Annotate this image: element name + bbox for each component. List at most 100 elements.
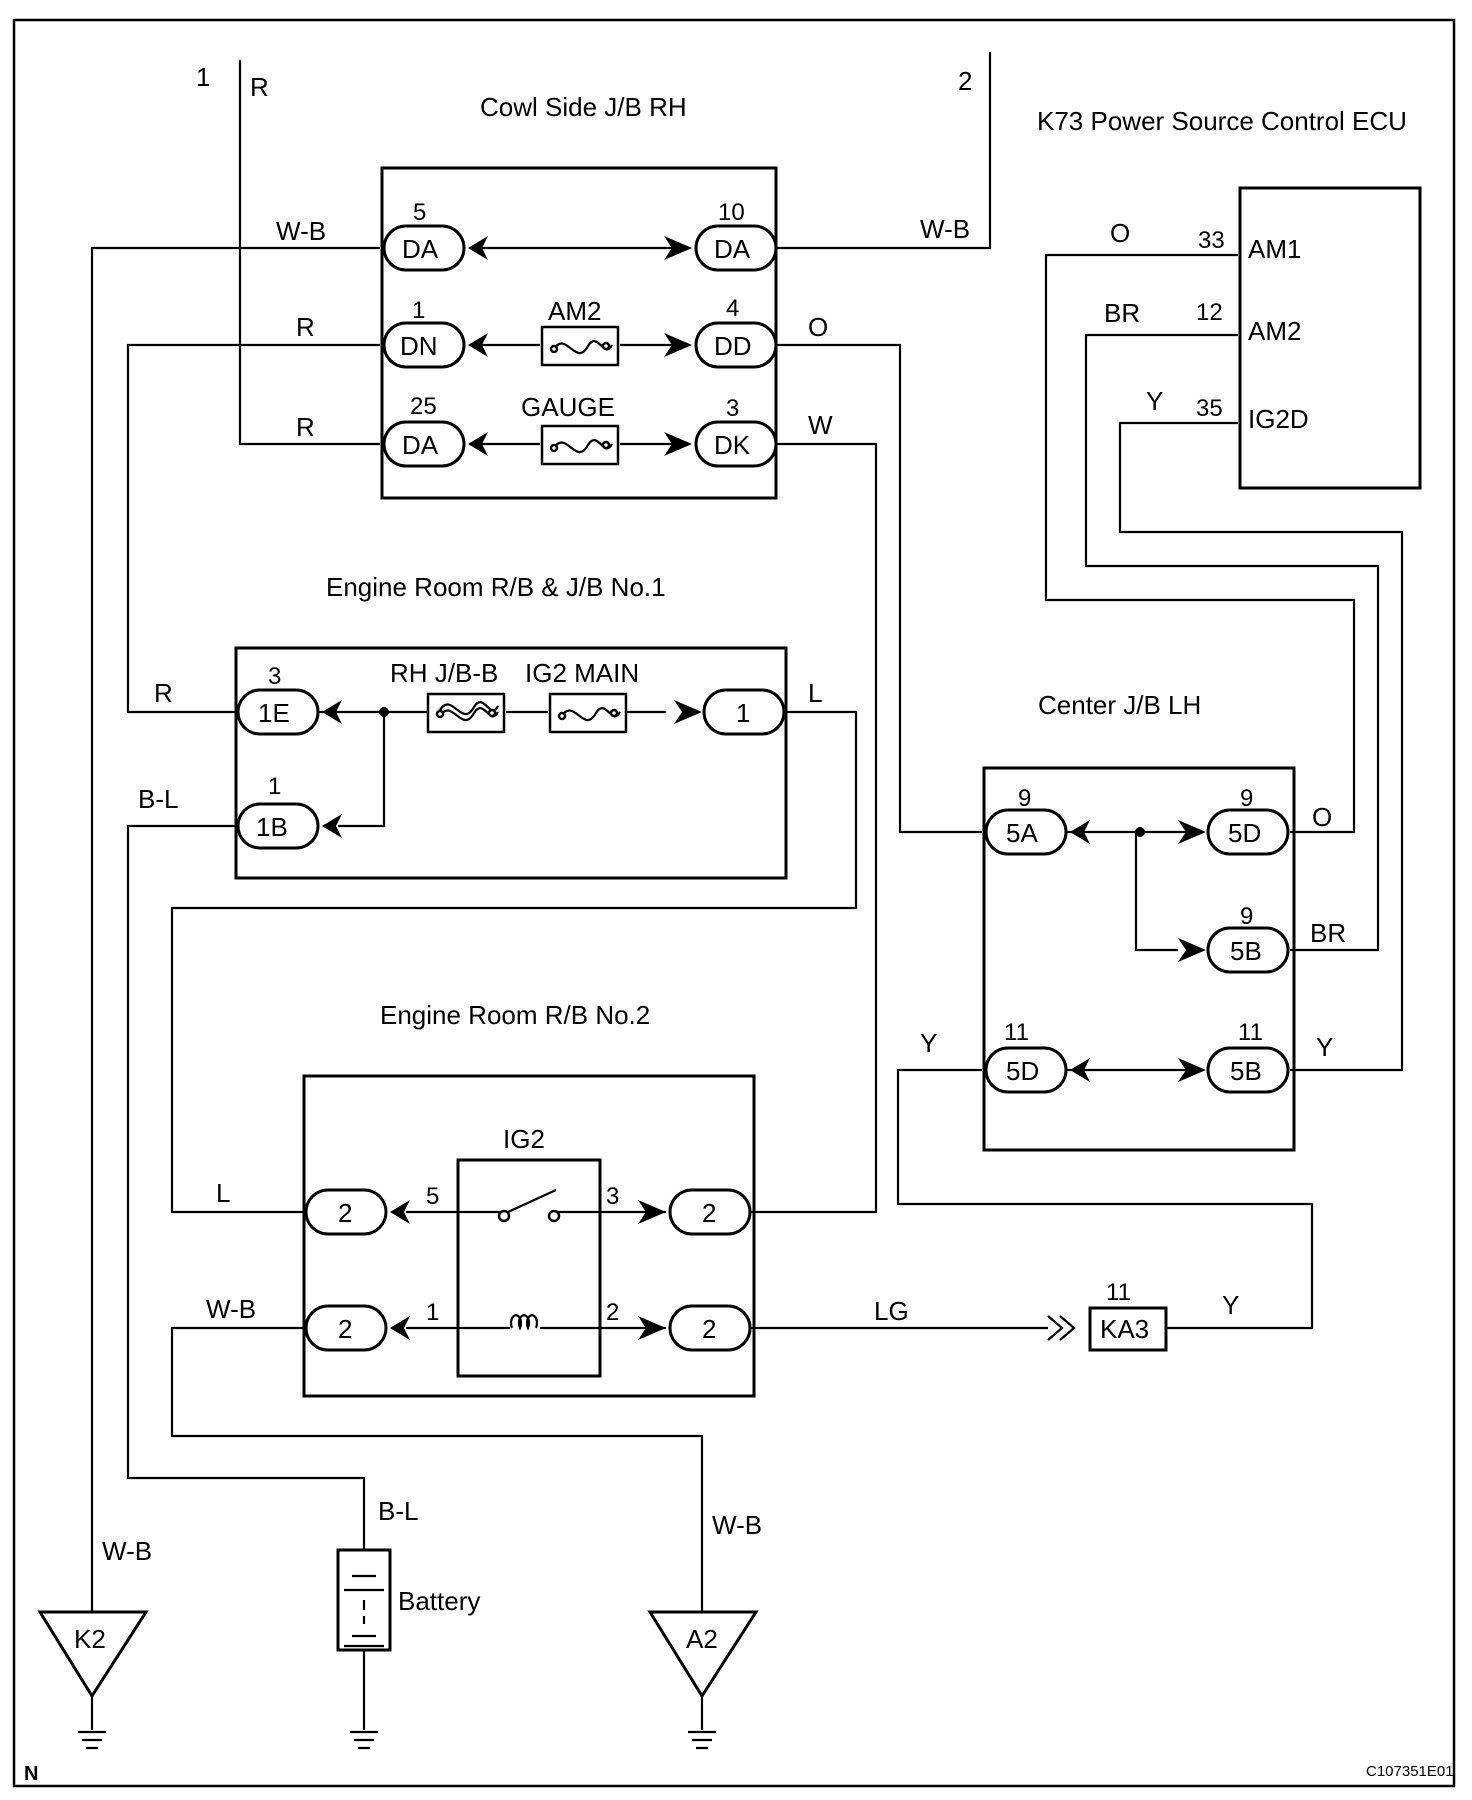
- connector-label: 2: [338, 1198, 352, 1228]
- pin-number: 1: [268, 773, 281, 800]
- ecu-title: K73 Power Source Control ECU: [1037, 106, 1407, 136]
- wire-label-y: Y: [1316, 1032, 1333, 1062]
- ground-label: A2: [686, 1624, 718, 1654]
- wire-label-wb: W-B: [712, 1510, 762, 1540]
- ecu-pin: 33: [1198, 227, 1225, 254]
- ka3-label: KA3: [1100, 1314, 1149, 1344]
- fuse-label: GAUGE: [521, 392, 615, 422]
- connector-5d-9: [1206, 808, 1290, 856]
- connector-label: DK: [714, 430, 751, 460]
- ecu-terminal: AM2: [1248, 316, 1301, 346]
- connector-label: 1: [736, 698, 750, 728]
- ecu-terminal: IG2D: [1248, 404, 1309, 434]
- wire-labels: 1 2 R W-B W-B R R O W O BR Y R B-L L O B…: [102, 62, 1346, 1566]
- wire-label-y: Y: [1146, 386, 1163, 416]
- fuse-label: AM2: [548, 296, 601, 326]
- relay-label: IG2: [503, 1124, 545, 1154]
- connector-label: 2: [338, 1314, 352, 1344]
- connector-da-5: [382, 224, 466, 272]
- cowl-side-jb: Cowl Side J/B RH 5 DA 10 DA 1 DN AM2 4 D…: [380, 92, 778, 500]
- engine-room-rb2: Engine Room R/B No.2 IG2 5 3 1 2 2 2 2 2: [302, 1000, 756, 1398]
- pin-number: 1: [412, 297, 425, 324]
- connector-1: [702, 688, 786, 736]
- connector-label: 5B: [1230, 936, 1262, 966]
- wire-label-wb: W-B: [102, 1536, 152, 1566]
- fuse-label: RH J/B-B: [390, 658, 498, 688]
- wire-label-o: O: [1110, 218, 1130, 248]
- engine-room-jb1-title: Engine Room R/B & J/B No.1: [326, 572, 666, 602]
- pin-number: 9: [1018, 785, 1031, 812]
- cowl-side-jb-title: Cowl Side J/B RH: [480, 92, 687, 122]
- wire-label-lg: LG: [874, 1296, 909, 1326]
- wire-label-wb: W-B: [276, 216, 326, 246]
- wire-label-bl: B-L: [378, 1496, 418, 1526]
- fuse-am2: [540, 325, 620, 367]
- fuse-gauge: [540, 424, 620, 466]
- wire-label-l: L: [808, 678, 822, 708]
- connector-label: DD: [714, 331, 752, 361]
- connector-label: 5B: [1230, 1056, 1262, 1086]
- diagram-border: [12, 18, 1456, 1788]
- relay-pin: 5: [426, 1183, 439, 1210]
- fuse-ig2-main: [548, 692, 628, 734]
- pin-number: 5: [413, 199, 426, 226]
- fuse-rh-jb-b: [426, 692, 506, 734]
- relay-pin: 2: [606, 1299, 619, 1326]
- battery-label: Battery: [398, 1586, 480, 1616]
- connector-5a-9: [984, 808, 1068, 856]
- connector-label: DA: [714, 234, 751, 264]
- pin-number: 9: [1240, 903, 1253, 930]
- connector-label: 5D: [1006, 1056, 1039, 1086]
- connector-label: DA: [402, 234, 439, 264]
- connector-2: [304, 1188, 388, 1236]
- connector-label: 1E: [258, 698, 290, 728]
- connector-label: 2: [702, 1314, 716, 1344]
- connector-1e-3: [236, 688, 320, 736]
- offpage-ref-1: 1: [196, 62, 210, 92]
- relay-pin: 1: [426, 1299, 439, 1326]
- engine-room-rb2-title: Engine Room R/B No.2: [380, 1000, 650, 1030]
- ground-a2: A2: [647, 1610, 759, 1750]
- ground-battery: [350, 1730, 378, 1750]
- wire-label-r: R: [250, 72, 269, 102]
- engine-room-rb-jb1: Engine Room R/B & J/B No.1 3 1E RH J/B-B…: [234, 572, 788, 880]
- connector-5d-11: [984, 1046, 1068, 1094]
- ecu-pin: 12: [1196, 299, 1223, 326]
- connector-ka3: 11 KA3: [1047, 1279, 1168, 1352]
- wire-label-r: R: [296, 312, 315, 342]
- pin-number: 4: [726, 295, 739, 322]
- connector-label: DN: [400, 331, 438, 361]
- fuse-label: IG2 MAIN: [525, 658, 639, 688]
- pin-number: 10: [718, 199, 745, 226]
- connector-dk-3: [694, 420, 778, 468]
- connector-5b-11: [1206, 1046, 1290, 1094]
- ecu-pin: 35: [1196, 395, 1223, 422]
- wire-label-y: Y: [920, 1028, 937, 1058]
- connector-label: 2: [702, 1198, 716, 1228]
- wire-label-o: O: [1312, 802, 1332, 832]
- connector-dn-1: [382, 321, 466, 369]
- center-jb-lh: Center J/B LH 9 5A 9 5D 9 5B 11 5D 11 5B: [982, 690, 1296, 1152]
- pin-number: 9: [1240, 785, 1253, 812]
- relay-pin: 3: [606, 1183, 619, 1210]
- wire-label-r: R: [296, 412, 315, 442]
- wire-label-wb: W-B: [206, 1294, 256, 1324]
- connector-1b-1: [236, 802, 320, 850]
- ground-k2: K2: [37, 1610, 149, 1750]
- pin-number: 11: [1238, 1019, 1263, 1046]
- wire-label-w: W: [808, 410, 833, 440]
- wire-label-r: R: [154, 678, 173, 708]
- corner-label: N: [24, 1763, 38, 1785]
- ka3-pin: 11: [1106, 1279, 1131, 1306]
- figure-code: C107351E01: [1366, 1763, 1454, 1780]
- battery: Battery: [336, 1548, 480, 1652]
- wire-label-o: O: [808, 312, 828, 342]
- wire-label-l: L: [216, 1178, 230, 1208]
- wire-label-y: Y: [1222, 1290, 1239, 1320]
- wire-label-bl: B-L: [138, 784, 178, 814]
- connector-dd-4: [694, 321, 778, 369]
- center-jb-title: Center J/B LH: [1038, 690, 1201, 720]
- pin-number: 25: [410, 393, 437, 420]
- connector-2: [668, 1188, 752, 1236]
